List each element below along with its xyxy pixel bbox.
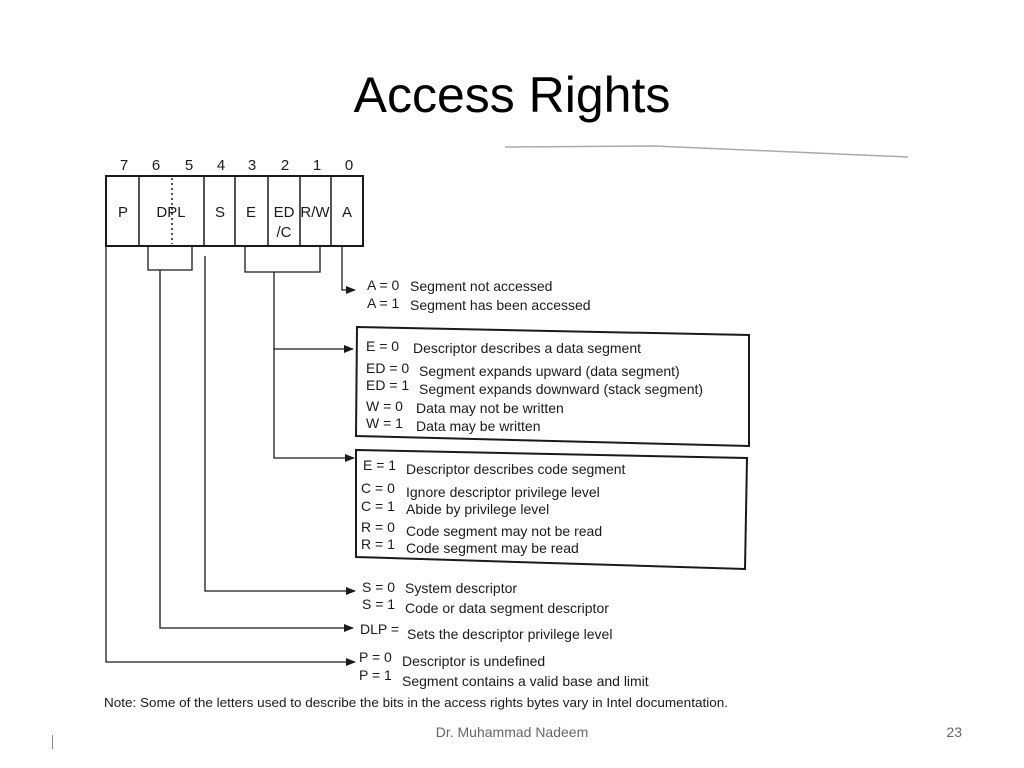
- code-box-code: C = 1: [361, 498, 395, 514]
- code-segment-box: E = 1 Descriptor describes code segment …: [355, 448, 749, 571]
- bit-number: 7: [120, 157, 128, 174]
- footer-author: Dr. Muhammad Nadeem: [435, 724, 589, 740]
- data-box-code: ED = 0: [366, 360, 409, 376]
- s-bit-code-0: S = 0: [362, 579, 395, 595]
- p-bit-text-1: Segment contains a valid base and limit: [402, 673, 649, 689]
- footer-divider: [52, 735, 53, 749]
- field-e: E: [246, 204, 256, 221]
- data-box-text: Segment expands downward (stack segment): [419, 381, 703, 397]
- access-rights-byte: [105, 175, 364, 247]
- field-p: P: [118, 204, 128, 221]
- bit-numbers: 7 6 5 4 3 2 1 0: [120, 157, 353, 174]
- code-box-text: Code segment may not be read: [406, 523, 602, 539]
- p-bit-code-1: P = 1: [359, 667, 392, 683]
- a-bit-text-0: Segment not accessed: [410, 278, 552, 294]
- bit-number: 3: [248, 157, 256, 174]
- a-bit-code-1: A = 1: [367, 295, 400, 311]
- data-box-code: W = 1: [366, 415, 403, 431]
- code-box-text: Code segment may be read: [406, 540, 579, 556]
- code-box-code: R = 1: [361, 536, 395, 552]
- bit-number: 0: [345, 157, 353, 174]
- a-bit-text-1: Segment has been accessed: [410, 297, 591, 313]
- dpl-code: DLP =: [360, 621, 399, 637]
- field-c: /C: [277, 224, 292, 241]
- bit-number: 5: [185, 157, 193, 174]
- code-box-code: R = 0: [361, 519, 395, 535]
- field-s: S: [215, 204, 225, 221]
- bit-number: 1: [313, 157, 321, 174]
- dpl-text: Sets the descriptor privilege level: [407, 626, 612, 642]
- data-box-code: W = 0: [366, 398, 403, 414]
- code-box-text: Descriptor describes code segment: [406, 461, 626, 477]
- connectors: [105, 246, 356, 666]
- slide-title: Access Rights: [353, 67, 671, 123]
- s-bit-text-0: System descriptor: [405, 580, 517, 596]
- bit-number: 4: [217, 157, 225, 174]
- decorative-line: [505, 145, 908, 158]
- code-box-code: E = 1: [363, 457, 396, 473]
- field-dpl: DPL: [156, 204, 185, 221]
- a-bit-code-0: A = 0: [367, 277, 400, 293]
- data-box-text: Data may not be written: [416, 400, 564, 416]
- data-box-text: Data may be written: [416, 418, 541, 434]
- field-a: A: [342, 204, 352, 221]
- s-bit-code-1: S = 1: [362, 596, 395, 612]
- diagram-note: Note: Some of the letters used to descri…: [104, 696, 728, 710]
- p-bit-text-0: Descriptor is undefined: [402, 653, 545, 669]
- bit-number: 6: [152, 157, 160, 174]
- data-box-code: E = 0: [366, 338, 399, 354]
- p-bit-code-0: P = 0: [359, 649, 392, 665]
- page-number: 23: [946, 724, 962, 740]
- field-ed: ED: [274, 204, 295, 221]
- field-rw: R/W: [300, 204, 330, 221]
- s-bit-text-1: Code or data segment descriptor: [405, 600, 609, 616]
- data-box-code: ED = 1: [366, 377, 409, 393]
- data-box-text: Segment expands upward (data segment): [419, 363, 680, 379]
- code-box-code: C = 0: [361, 480, 395, 496]
- bit-number: 2: [281, 157, 289, 174]
- code-box-text: Abide by privilege level: [406, 501, 549, 517]
- code-box-text: Ignore descriptor privilege level: [406, 484, 600, 500]
- data-segment-box: E = 0 Descriptor describes a data segmen…: [354, 325, 750, 448]
- data-box-text: Descriptor describes a data segment: [413, 340, 641, 356]
